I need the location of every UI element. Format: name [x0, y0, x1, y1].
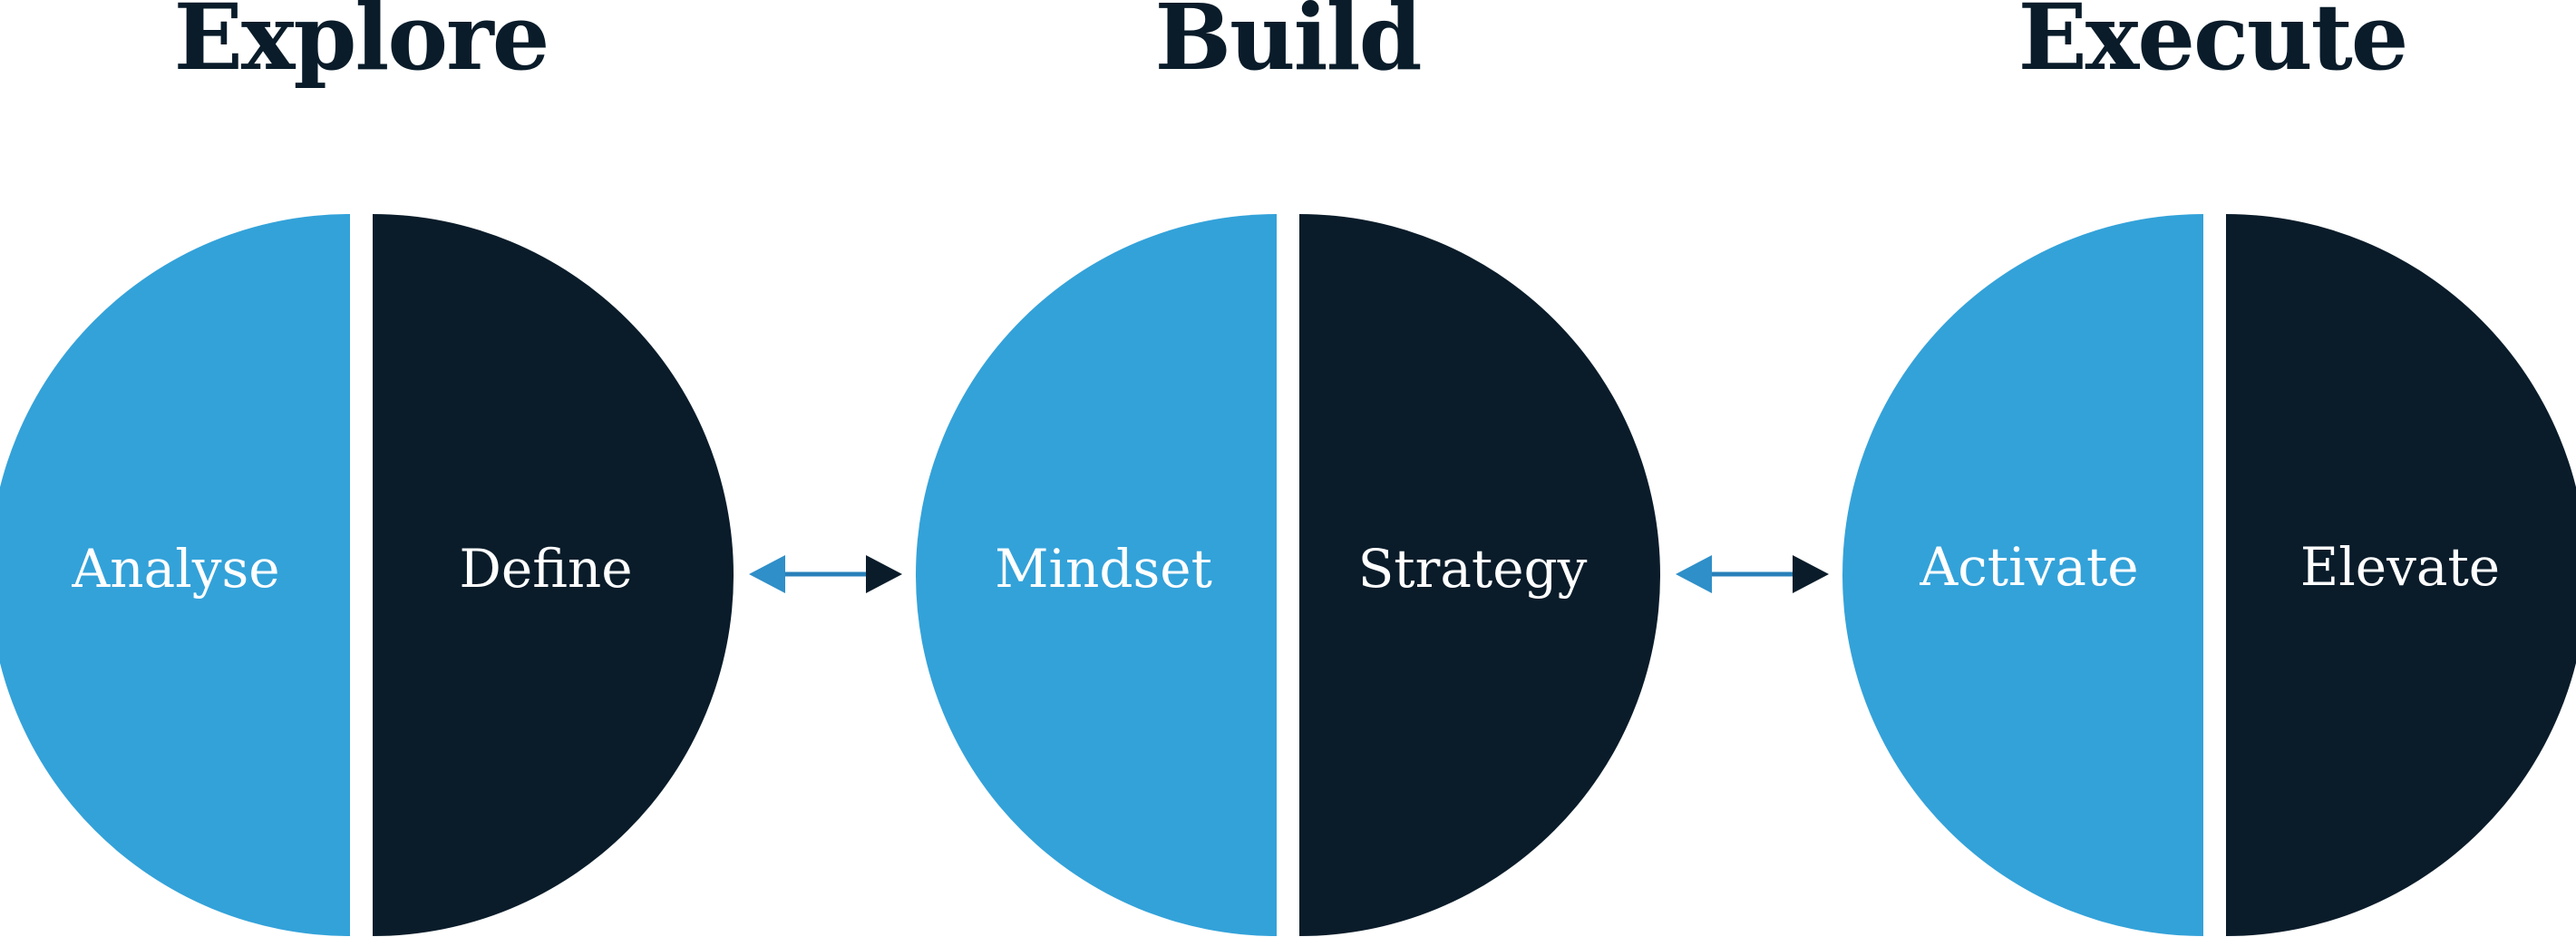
label-mindset: Mindset	[995, 538, 1212, 600]
double-arrow-connector-1	[749, 555, 902, 593]
arrow-left-icon	[1676, 555, 1712, 593]
arrow-right-icon	[866, 555, 902, 593]
stage-explore: Analyse Define	[0, 214, 734, 936]
half-circle-analyse	[0, 214, 350, 936]
label-strategy: Strategy	[1358, 538, 1588, 600]
stage-title-build: Build	[1154, 0, 1422, 91]
stage-execute: Activate Elevate	[1842, 214, 2576, 936]
half-circle-mindset	[916, 214, 1277, 936]
double-arrow-connector-2	[1676, 555, 1829, 593]
half-circle-activate	[1842, 214, 2203, 936]
stage-title-execute: Execute	[2017, 0, 2409, 91]
label-elevate: Elevate	[2300, 536, 2500, 598]
half-circle-strategy	[1299, 214, 1660, 936]
label-define: Define	[459, 538, 632, 600]
label-analyse: Analyse	[71, 538, 279, 600]
half-circle-define	[373, 214, 734, 936]
stage-title-explore: Explore	[173, 0, 550, 91]
label-activate: Activate	[1919, 536, 2138, 598]
arrow-left-icon	[749, 555, 785, 593]
half-circle-elevate	[2226, 214, 2576, 936]
arrow-right-icon	[1793, 555, 1829, 593]
stage-build: Mindset Strategy	[916, 214, 1660, 936]
